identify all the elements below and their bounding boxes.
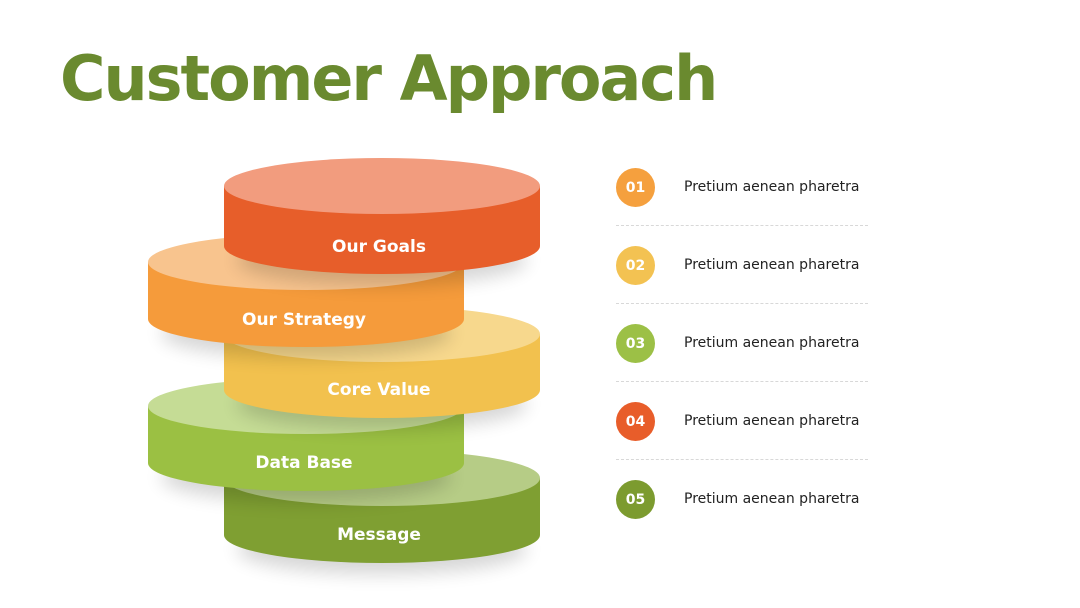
list-item: 04 Pretium aenean pharetra bbox=[616, 402, 868, 480]
layer-label: Our Goals bbox=[332, 237, 426, 257]
list-item-text: Pretium aenean pharetra bbox=[684, 413, 860, 429]
dashed-divider bbox=[616, 459, 868, 460]
number-badge: 03 bbox=[616, 324, 655, 363]
approach-list: 01 Pretium aenean pharetra 02 Pretium ae… bbox=[616, 168, 868, 558]
layer-label: Data Base bbox=[255, 453, 352, 473]
number-badge: 05 bbox=[616, 480, 655, 519]
dashed-divider bbox=[616, 381, 868, 382]
list-item: 02 Pretium aenean pharetra bbox=[616, 246, 868, 324]
list-item-text: Pretium aenean pharetra bbox=[684, 491, 860, 507]
list-item-text: Pretium aenean pharetra bbox=[684, 257, 860, 273]
number-badge: 04 bbox=[616, 402, 655, 441]
layer-label: Our Strategy bbox=[242, 310, 366, 330]
list-item: 05 Pretium aenean pharetra bbox=[616, 480, 868, 558]
list-item-text: Pretium aenean pharetra bbox=[684, 335, 860, 351]
stack-layer: Our Goals bbox=[224, 158, 540, 286]
layer-top bbox=[224, 158, 540, 214]
list-item: 01 Pretium aenean pharetra bbox=[616, 168, 868, 246]
layer-label: Message bbox=[337, 525, 421, 545]
dashed-divider bbox=[616, 303, 868, 304]
number-badge: 02 bbox=[616, 246, 655, 285]
dashed-divider bbox=[616, 225, 868, 226]
page-title: Customer Approach bbox=[60, 42, 718, 115]
number-badge: 01 bbox=[616, 168, 655, 207]
list-item: 03 Pretium aenean pharetra bbox=[616, 324, 868, 402]
layer-label: Core Value bbox=[327, 380, 430, 400]
list-item-text: Pretium aenean pharetra bbox=[684, 179, 860, 195]
